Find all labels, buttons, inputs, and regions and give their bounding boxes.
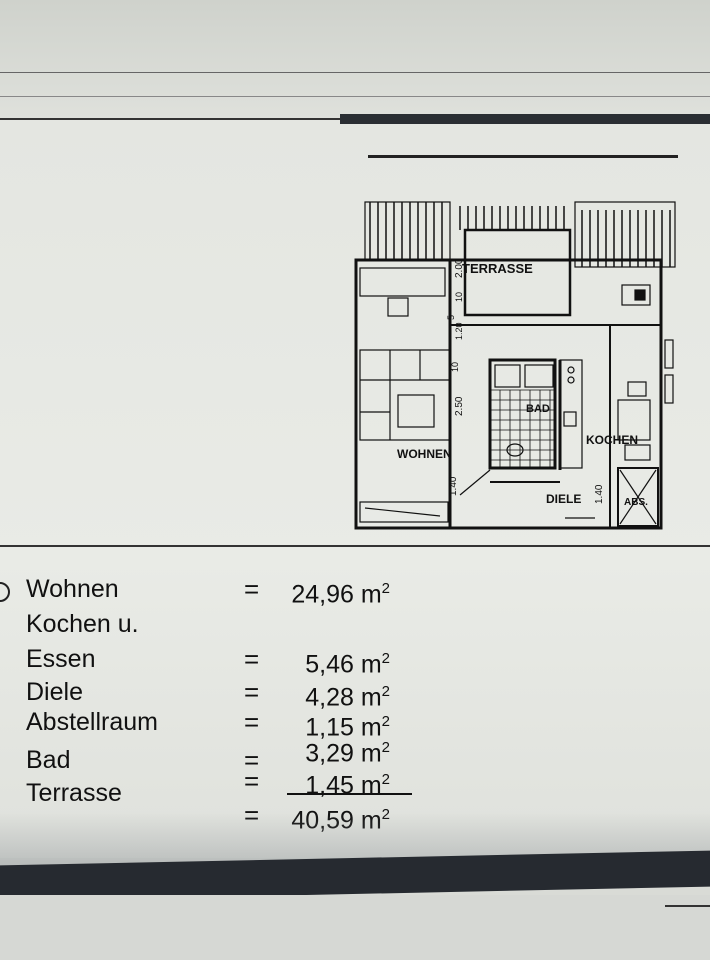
top-rule-line (0, 72, 710, 73)
room-label-terrasse: TERRASSE (462, 261, 533, 276)
terrace-area (463, 228, 572, 317)
area-value: 5,46 m2 (305, 650, 390, 679)
dim-label: 5 (446, 315, 456, 320)
room-label-abs: ABS. (624, 497, 648, 508)
dim-label: 1.40 (448, 476, 459, 496)
area-value: 3,29 m2 (305, 739, 390, 768)
area-value: 1,45 m2 (305, 771, 390, 800)
storage-room (617, 467, 659, 527)
sum-underline (287, 793, 412, 795)
room-label-diele: DIELE (546, 492, 581, 506)
railing-right (574, 201, 676, 268)
equals-sign: = (244, 677, 260, 707)
room-label-bad: BAD (526, 403, 550, 415)
dim-label: 10 (454, 292, 464, 302)
dim-label: 10 (450, 362, 460, 372)
equals-sign: = (244, 644, 260, 674)
bath-tile-grid (490, 389, 555, 468)
area-label: Bad (26, 746, 71, 774)
dim-label: 2.50 (454, 396, 465, 416)
area-row-abstellraum: Abstellraum = 1,15 m2 (0, 707, 710, 741)
area-label: Essen (26, 645, 96, 673)
area-row-bad: Bad = 3,29 m2 (0, 739, 710, 779)
room-label-wohnen: WOHNEN (397, 447, 452, 461)
top-rule-line-2 (0, 96, 710, 97)
dim-label: 2.00 (454, 258, 465, 278)
area-label: Terrasse (26, 779, 122, 807)
divider-line (0, 545, 710, 547)
equals-sign: = (244, 574, 260, 604)
area-value: 4,28 m2 (305, 683, 390, 712)
area-value: 24,96 m2 (291, 580, 390, 609)
equals-sign: = (244, 707, 260, 737)
equals-sign: = (244, 745, 260, 775)
area-value: 1,15 m2 (305, 713, 390, 742)
plan-outer-wall (354, 258, 663, 530)
railing-hatch (369, 202, 671, 267)
area-row-kochen: Kochen u. (0, 609, 710, 643)
paper-top-sheet (0, 0, 710, 120)
floor-plan: TERRASSE WOHNEN BAD KOCHEN DIELE ABS. 2.… (354, 201, 676, 530)
area-label: Kochen u. (26, 610, 139, 638)
bathroom (488, 358, 557, 470)
lower-sheet (0, 895, 710, 960)
sheet-edge-line (0, 118, 370, 120)
area-row-essen: Essen = 5,46 m2 (0, 644, 710, 678)
railing-left (364, 201, 451, 261)
lower-sheet-line (665, 905, 710, 907)
area-label: Abstellraum (26, 708, 158, 736)
equals-sign: = (244, 766, 260, 796)
plan-top-line (368, 155, 678, 158)
area-label: Wohnen (26, 575, 119, 603)
kitchen-counter (559, 359, 583, 469)
area-row-wohnen: Wohnen = 24,96 m2 (0, 574, 710, 608)
dim-label: 1.40 (594, 484, 605, 504)
dim-label: 1.20 (454, 322, 464, 340)
room-label-kochen: KOCHEN (586, 433, 638, 447)
area-label: Diele (26, 678, 83, 706)
thick-bar-top (340, 114, 710, 124)
area-row-diele: Diele = 4,28 m2 (0, 677, 710, 711)
